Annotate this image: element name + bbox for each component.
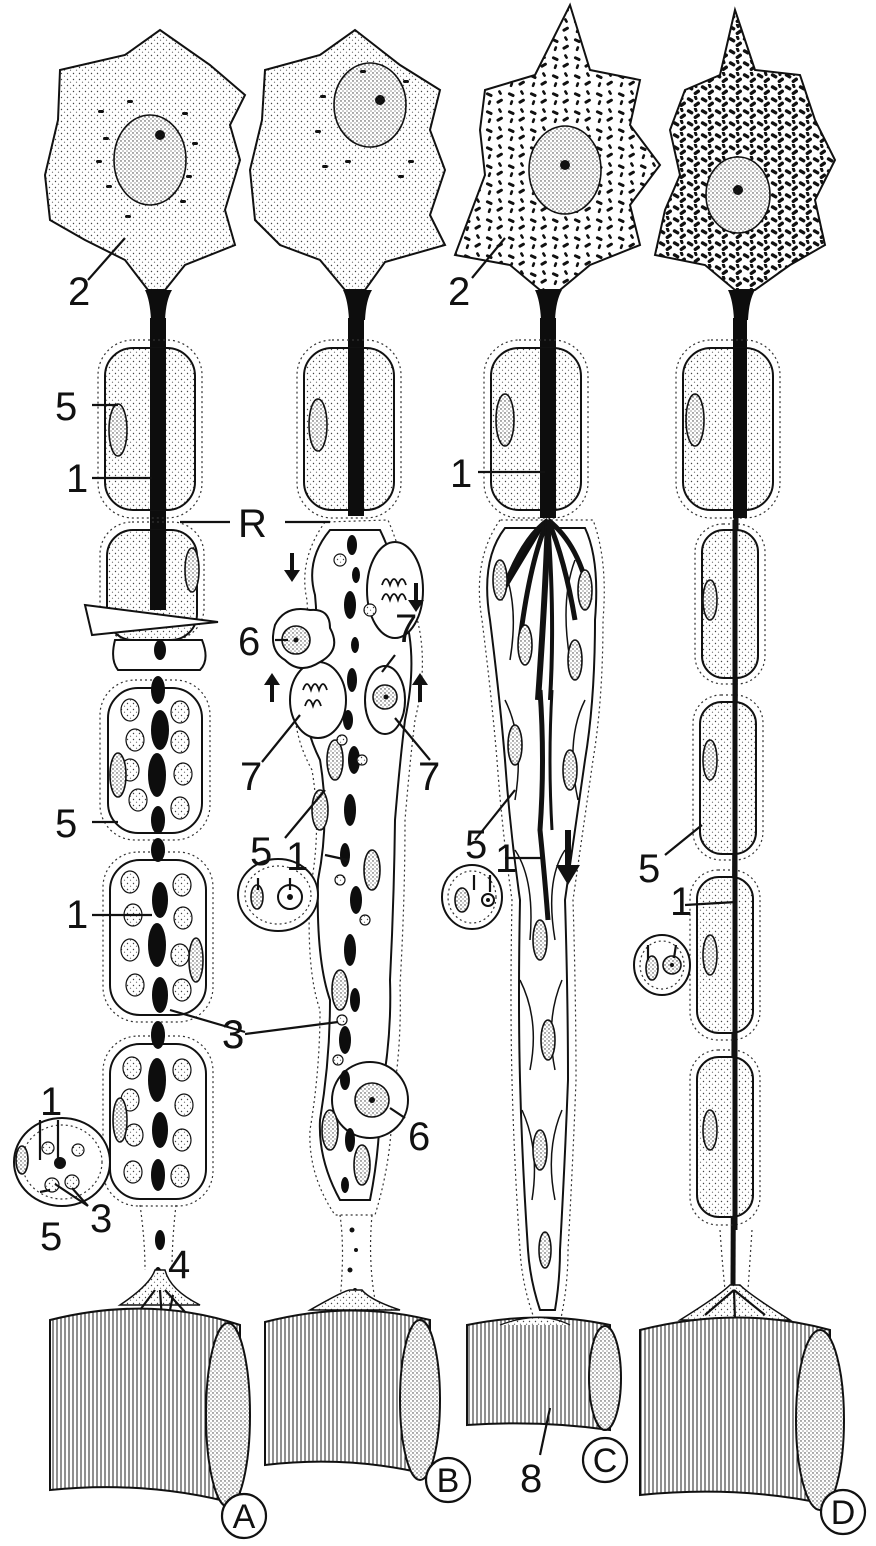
nucleolus: [560, 160, 570, 170]
panel-label-d: D: [821, 1490, 865, 1534]
cross-section-c: [442, 865, 502, 929]
nucleolus: [155, 130, 165, 140]
motor-end-plate: [310, 1290, 400, 1310]
label-axon: 1: [495, 837, 517, 881]
nucleus: [114, 115, 186, 205]
svg-text:C: C: [593, 1442, 618, 1480]
label-schwann-cell: 5: [55, 802, 77, 846]
label-end-plate: 4: [168, 1243, 190, 1287]
label-axon: 1: [450, 452, 472, 496]
label-axon: 1: [40, 1080, 62, 1124]
label-dividing-schwann-cell: 7: [418, 755, 440, 799]
panel-a: [14, 30, 250, 1507]
nucleolus: [733, 185, 743, 195]
nucleolus: [375, 95, 385, 105]
label-cell-body: 2: [68, 270, 90, 314]
label-axon: 1: [670, 880, 692, 924]
panel-label-c: C: [583, 1438, 627, 1482]
label-macrophage: 6: [408, 1115, 430, 1159]
nucleus: [334, 63, 406, 147]
panel-label-b: B: [426, 1458, 470, 1502]
panel-d: [634, 10, 844, 1510]
label-dividing-schwann-cell: 7: [395, 607, 417, 651]
label-schwann-cell: 5: [465, 823, 487, 867]
svg-text:A: A: [233, 1498, 256, 1536]
label-schwann-cell: 5: [55, 385, 77, 429]
label-schwann-cell: 5: [250, 830, 272, 874]
label-axon: 1: [286, 835, 308, 879]
cross-section-d: [634, 935, 690, 995]
regenerating-sprouts: [479, 520, 604, 1318]
axon-hillock: [145, 290, 172, 320]
svg-text:D: D: [831, 1494, 856, 1532]
atrophic-muscle-fiber: [467, 1318, 621, 1431]
svg-text:B: B: [437, 1462, 460, 1500]
cross-section-a: [14, 1118, 110, 1206]
muscle-fiber: [50, 1309, 250, 1507]
panel-label-a: A: [222, 1494, 266, 1538]
label-axon: 1: [66, 457, 88, 501]
label-atrophic-muscle: 8: [520, 1457, 542, 1501]
label-myelin-debris: 3: [90, 1197, 112, 1241]
muscle-fiber: [640, 1318, 844, 1511]
label-dividing-schwann-cell: 7: [240, 755, 262, 799]
label-axon: 1: [66, 893, 88, 937]
label-schwann-cell: 5: [638, 847, 660, 891]
label-schwann-cell: 5: [40, 1215, 62, 1259]
label-ranvier-node: R: [238, 502, 267, 546]
label-cell-body: 2: [448, 270, 470, 314]
label-macrophage: 6: [238, 620, 260, 664]
muscle-fiber: [265, 1310, 440, 1480]
label-myelin-debris: 3: [222, 1013, 244, 1057]
panel-c: [442, 5, 660, 1430]
neuron-cell-body: [655, 10, 835, 290]
degenerating-distal-segment: [100, 640, 213, 1283]
